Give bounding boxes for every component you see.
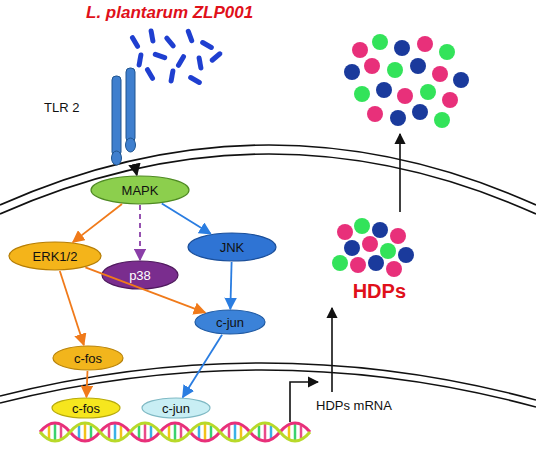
cell-membrane — [0, 154, 536, 214]
ellipse-shape — [53, 346, 123, 370]
node-text: c-jun — [216, 315, 244, 330]
node-text: JNK — [220, 240, 245, 255]
organism-label: L. plantarum ZLP001 — [86, 3, 253, 23]
factor-ellipse: c-jun — [194, 309, 266, 335]
kinase-ellipse: JNK — [187, 232, 277, 262]
peptide-node: HDPs — [330, 218, 418, 278]
transcription-arrow — [290, 382, 318, 422]
node-text: ERK1/2 — [33, 249, 78, 264]
dna-helix — [40, 423, 310, 441]
node-text: c-fos — [74, 351, 102, 366]
peptide-cluster — [344, 34, 469, 128]
mrna-label: HDPs mRNA — [316, 398, 392, 413]
node-text: TLR 2 — [44, 100, 79, 115]
ellipse-shape — [195, 310, 265, 334]
kinase-ellipse: p38 — [101, 260, 179, 290]
factor-ellipse: c-fos — [51, 397, 121, 419]
node-text: c-fos — [72, 401, 100, 416]
ellipse-shape — [9, 242, 101, 270]
secretion-arrow — [399, 134, 401, 212]
signal-arrow — [162, 204, 211, 234]
kinase-ellipse: ERK1/2 — [8, 241, 102, 271]
signal-arrow — [183, 335, 222, 398]
signal-arrow — [139, 205, 141, 260]
kinase-ellipse: MAPK — [90, 175, 190, 205]
node-text: c-jun — [162, 401, 190, 416]
signal-arrow — [85, 267, 205, 312]
ellipse-shape — [102, 261, 178, 289]
translation-arrow — [331, 308, 333, 392]
signal-arrow — [230, 262, 231, 309]
bacteria-rods — [129, 28, 223, 86]
ellipse-shape — [52, 398, 120, 418]
ellipse-shape — [142, 398, 210, 418]
node-text: p38 — [129, 268, 151, 283]
signal-arrow — [60, 271, 84, 345]
peptide-cluster — [332, 218, 414, 277]
factor-ellipse: c-jun — [141, 397, 211, 419]
ellipse-shape — [91, 176, 189, 204]
signal-arrow — [86, 371, 87, 397]
node-text: HDPs — [353, 284, 406, 299]
signal-arrow — [73, 204, 122, 242]
receptor-node: TLR 2 — [106, 66, 142, 164]
receptor-symbol — [112, 68, 136, 165]
signal-arrow — [134, 164, 136, 175]
factor-ellipse: c-fos — [52, 345, 124, 371]
ellipse-shape — [188, 233, 276, 261]
node-text: MAPK — [122, 183, 159, 198]
